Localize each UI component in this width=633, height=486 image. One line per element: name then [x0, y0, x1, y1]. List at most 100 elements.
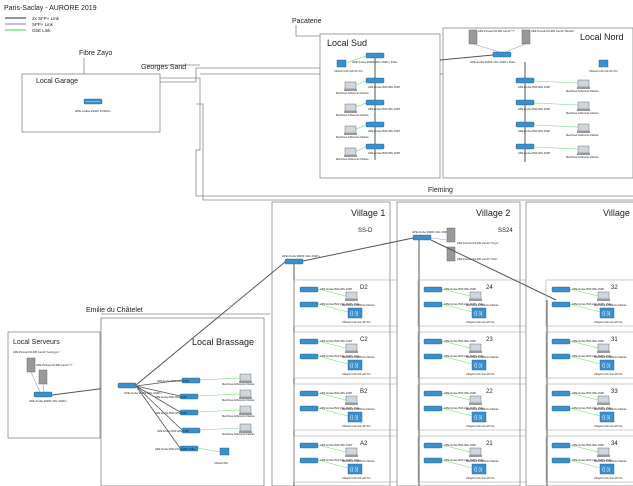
floor-label: C2: [360, 337, 368, 343]
poe-switch-label: HPE Aruba 2540 24G 4SFP+ PoE+: [444, 354, 485, 358]
link-pacaterie: [295, 25, 320, 37]
legend-label-2x-sfp: 2x SFP+ Link: [32, 16, 60, 21]
access-switch-label: HPE Aruba 2530 48G 4SFP: [518, 85, 550, 89]
switch-icon: [423, 405, 443, 412]
ap-icon: ((·)): [599, 307, 615, 319]
machines-label: Machines Adhérents Filaires: [222, 382, 255, 386]
label-fibre-zayo: Fibre Zayo: [79, 50, 113, 57]
switch-icon: [33, 391, 53, 398]
legend-label-gbe: GbE Link: [32, 28, 51, 33]
access-switch-label: HPE Aruba 2530 48G 4SFP: [155, 395, 187, 399]
machines-label: Machines Adhérents Filaires: [342, 407, 375, 411]
access-switch-label: HPE Aruba 2540 24G 4SFP+ PoE+: [155, 447, 196, 451]
poe-switch-label: HPE Aruba 2540 24G 4SFP+ PoE+: [320, 354, 361, 358]
floor-label: A2: [360, 441, 368, 447]
zone-local-garage: Local Garage HPE Aruba 2930F 10SFP+: [21, 73, 161, 133]
wifi-icon: ((·)): [602, 311, 611, 317]
switch-icon: [423, 457, 443, 464]
laptop-icon: [239, 373, 252, 383]
switch-icon: [551, 301, 571, 308]
switch-icon: [284, 258, 304, 265]
nord-server-1: HPE ProLiant DL380 Gen10 "T": [478, 29, 515, 33]
switch-icon: [299, 405, 319, 412]
server-icon: [446, 246, 456, 262]
ap-icon: [598, 59, 609, 68]
ap-label: Ubiquiti UniFi AC-AP Pro: [594, 476, 623, 480]
access-switch-label: HPE Aruba 2530 48G 4SFP: [444, 391, 476, 395]
zone-title-village-3: Village: [603, 208, 630, 218]
machines-label: Machines Adhérents Filaires: [566, 155, 599, 159]
ap-icon: ((·)): [471, 359, 487, 371]
ap-label: Ubiquiti UniFi AC-AP Pro: [594, 320, 623, 324]
brassage-wifi-label: Ubiquiti Wifi: [214, 461, 228, 465]
laptop-icon: [345, 343, 358, 353]
laptop-icon: [597, 291, 610, 301]
switch-icon: [299, 442, 319, 449]
zone-title-nord: Local Nord: [580, 32, 624, 42]
zone-local-brassage: Local Brassage HPE Aruba 2930F 24G 4SFP+…: [100, 261, 286, 486]
ap-label: Ubiquiti UniFi AC-AP Pro: [342, 424, 371, 428]
laptop-icon: [577, 123, 590, 133]
ap-icon: ((·)): [471, 307, 487, 319]
v2-server-1: HPE ProLiant DL360 Gen10 "Freya": [457, 241, 499, 245]
access-switch-label: HPE Aruba 2530 48G 4SFP: [518, 151, 550, 155]
access-switch-label: HPE Aruba 2530 48G 4SFP: [320, 287, 352, 291]
machines-label: Machines Adhérents Filaires: [466, 407, 499, 411]
ap-icon: ((·)): [471, 463, 487, 475]
zone-village-2: Village 2 SS24 HPE Aruba 2930F 24G 4SFP+…: [302, 201, 531, 486]
access-switch-label: HPE Aruba 2530 48G 4SFP: [444, 339, 476, 343]
access-switch-label: HPE Aruba 2530 48G 4SFP: [320, 391, 352, 395]
laptop-icon: [577, 145, 590, 155]
ap-icon: ((·)): [599, 359, 615, 371]
nord-server-2: HPE ProLiant DL380 Gen10 "Bender": [531, 29, 575, 33]
machines-label: Machines Adhérents Filaires: [566, 111, 599, 115]
ap-label: Ubiquiti UniFi AC-AP Pro: [342, 372, 371, 376]
floor-label: D2: [360, 285, 368, 291]
v2-core-label: HPE Aruba 2930F 24G 4SFP+: [412, 230, 450, 234]
diagram-title: Paris-Saclay - AURORE 2019: [4, 5, 97, 12]
poe-switch-label: HPE Aruba 2540 24G 4SFP+ PoE+: [444, 406, 485, 410]
ap-label: Ubiquiti UniFi AC-AP Pro: [342, 320, 371, 324]
access-switch-label: HPE Aruba 2530 48G 4SFP: [368, 85, 400, 89]
laptop-icon: [239, 389, 252, 399]
laptop-icon: [597, 447, 610, 457]
ap-label: Ubiquiti UniFi AC-AP Pro: [342, 476, 371, 480]
zone-title-sud: Local Sud: [327, 38, 367, 48]
wifi-icon: ((·)): [350, 363, 359, 369]
ap-icon: ((·)): [599, 411, 615, 423]
machines-label: Machines Adhérents Filaires: [336, 113, 369, 117]
switch-icon: [515, 99, 535, 106]
laptop-icon: [469, 447, 482, 457]
access-switch-label: HPE Aruba 2530 48G 4SFP: [320, 339, 352, 343]
switch-icon: [551, 353, 571, 360]
nord-ap-label: Ubiquiti UniFi AP-AC Pro: [589, 69, 618, 73]
poe-switch-label: HPE Aruba 2540 24G 4SFP+ PoE+: [572, 354, 613, 358]
switch-icon: [551, 442, 571, 449]
machines-label: Machines Adhérents Filaires: [594, 459, 627, 463]
laptop-icon: [597, 395, 610, 405]
poe-switch-label: HPE Aruba 2540 24G 4SFP+ PoE+: [572, 406, 613, 410]
switch-icon: [551, 390, 571, 397]
ap-label: Ubiquiti UniFi AC-AP Pro: [466, 424, 495, 428]
poe-switch-label: HPE Aruba 2540 24G 4SFP+ PoE+: [320, 406, 361, 410]
serveurs-switch-label: HPE Aruba 2930F 24G 4SFP+: [29, 399, 67, 403]
v2-server-2: HPE ProLiant DL360 Gen10 "Odin": [457, 257, 498, 261]
access-switch-label: HPE Aruba 2530 48G 4SFP: [518, 129, 550, 133]
zone-village-1: Village 1 SS-D HPE Aruba 2930F 24G 4SFP+…: [271, 201, 407, 486]
switch-icon: [365, 52, 385, 59]
poe-switch-label: HPE Aruba 2540 24G 4SFP+ PoE+: [572, 458, 613, 462]
switch-icon: [423, 442, 443, 449]
switch-icon: [423, 286, 443, 293]
access-switch-label: HPE Aruba 2530 48G 4SFP: [572, 287, 604, 291]
floor-label: 34: [611, 441, 618, 447]
zone-title-village-1: Village 1: [351, 208, 385, 218]
wifi-icon: ((·)): [474, 311, 483, 317]
brassage-access-stack: HPE Aruba 2530 48G 4SFP Machines Adhérent…: [135, 373, 255, 453]
switch-icon: [423, 301, 443, 308]
label-emilie: Emilie du Châtelet: [86, 307, 143, 314]
switch-icon: [515, 77, 535, 84]
zone-local-serveurs: Local Serveurs HPE ProLiant DL380 Gen10 …: [7, 331, 123, 439]
switch-icon: [299, 457, 319, 464]
machines-label: Machines Adhérents Filaires: [594, 303, 627, 307]
machines-label: Machines Adhérents Filaires: [466, 459, 499, 463]
